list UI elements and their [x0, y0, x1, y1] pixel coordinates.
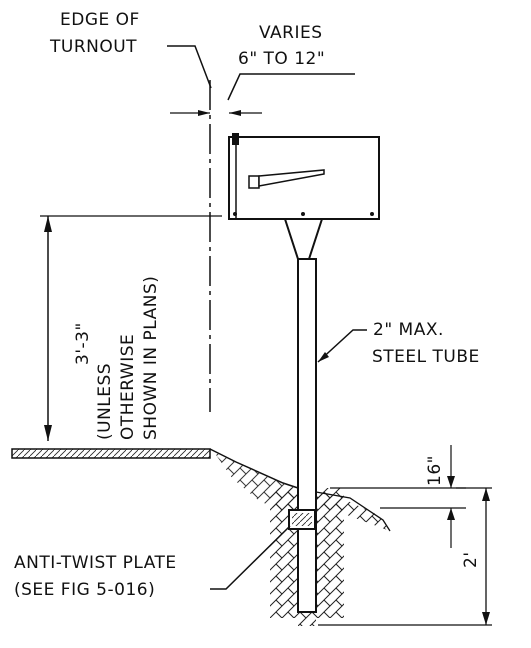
- arrowhead: [482, 488, 490, 501]
- varies-range-label: 6" TO 12": [238, 49, 325, 69]
- earth-left: [270, 488, 298, 618]
- edge-of-turnout-label-2: TURNOUT: [49, 37, 137, 57]
- mounting-bracket: [283, 218, 324, 260]
- mailbox-door-latch: [232, 133, 239, 145]
- rivet: [301, 212, 305, 216]
- mailbox-flag: [258, 169, 325, 187]
- tube-label-2: STEEL TUBE: [372, 347, 480, 367]
- earth-bottom: [298, 612, 316, 626]
- tube-label-1: 2" MAX.: [373, 320, 444, 340]
- arrowhead: [447, 476, 455, 488]
- arrowhead: [447, 508, 455, 520]
- plate-label-1: ANTI-TWIST PLATE: [14, 553, 177, 573]
- arrowhead: [44, 425, 52, 441]
- varies-leader-line: [227, 73, 355, 101]
- arrowhead: [318, 352, 329, 362]
- plate-hatch: [292, 513, 312, 526]
- note-line-1: (UNLESS: [95, 363, 115, 440]
- tube-leader: [317, 329, 367, 363]
- edge-of-turnout-label-1: EDGE OF: [60, 10, 140, 30]
- edge-leader-line: [167, 45, 212, 89]
- turnout-surface: [11, 448, 211, 459]
- rivet: [233, 212, 237, 216]
- note-line-2: OTHERWISE: [118, 334, 138, 440]
- slope-right-line: [315, 491, 391, 532]
- arrowhead: [229, 110, 241, 116]
- plate-label-2: (SEE FIG 5-016): [14, 580, 155, 600]
- height-dimension-label: 3'-3": [73, 322, 93, 365]
- arrowhead: [198, 110, 210, 116]
- note-line-3: SHOWN IN PLANS): [141, 276, 161, 440]
- mailbox-flag-pivot: [248, 175, 260, 189]
- rivet: [370, 212, 374, 216]
- arrowhead: [44, 216, 52, 232]
- earth-slope-right: [316, 489, 390, 531]
- arrowhead: [482, 612, 490, 625]
- depth-16-label: 16": [425, 455, 445, 486]
- varies-label: VARIES: [259, 23, 323, 43]
- depth-2ft-label: 2': [461, 552, 481, 569]
- plate-leader: [210, 525, 291, 590]
- steel-tube-post: [297, 258, 317, 613]
